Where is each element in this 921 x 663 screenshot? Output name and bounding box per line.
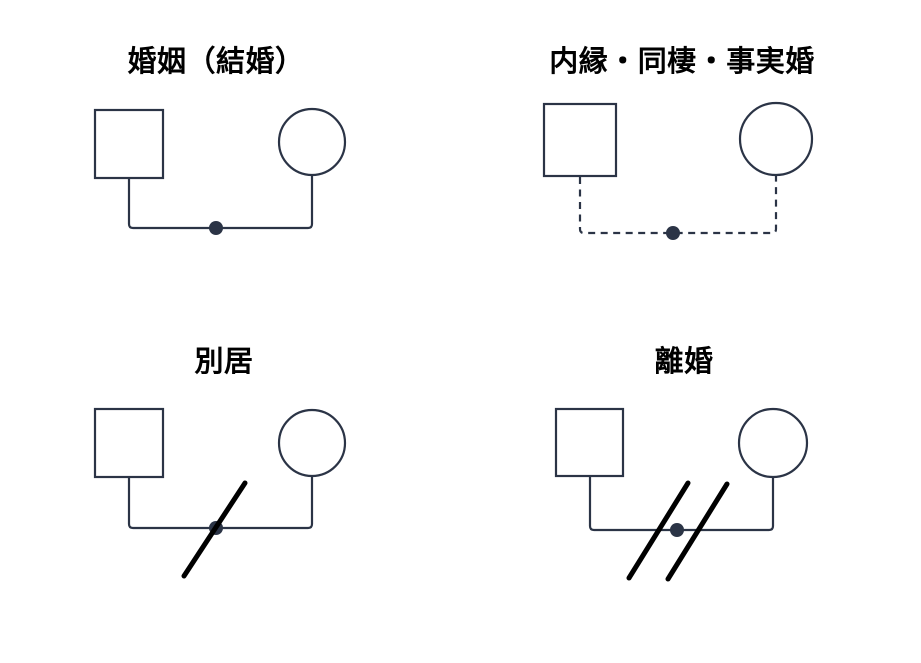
- male-symbol: [93, 108, 165, 180]
- union-dot: [666, 226, 680, 240]
- female-symbol: [277, 107, 347, 177]
- panel-common-law: [542, 101, 814, 240]
- legend-title-marriage: 婚姻（結婚）: [127, 46, 305, 78]
- male-symbol: [93, 407, 165, 479]
- female-symbol: [738, 101, 814, 177]
- panel-divorce: [554, 407, 809, 582]
- union-dot: [670, 523, 684, 537]
- union-dot: [209, 221, 223, 235]
- separation-slash: [626, 480, 691, 581]
- union-line: [588, 477, 775, 532]
- male-symbol: [542, 102, 618, 178]
- legend-title-common-law: 内縁・同棲・事実婚: [549, 46, 815, 78]
- female-symbol: [277, 408, 347, 478]
- female-symbol: [737, 407, 809, 479]
- legend-title-separation: 別居: [194, 346, 254, 378]
- legend-title-divorce: 離婚: [654, 346, 714, 378]
- union-line: [578, 176, 778, 235]
- separation-slash: [181, 480, 248, 579]
- separation-slash: [665, 481, 730, 582]
- panel-marriage: [93, 107, 347, 235]
- union-line: [127, 176, 314, 230]
- male-symbol: [554, 407, 625, 478]
- panel-separation: [93, 407, 347, 579]
